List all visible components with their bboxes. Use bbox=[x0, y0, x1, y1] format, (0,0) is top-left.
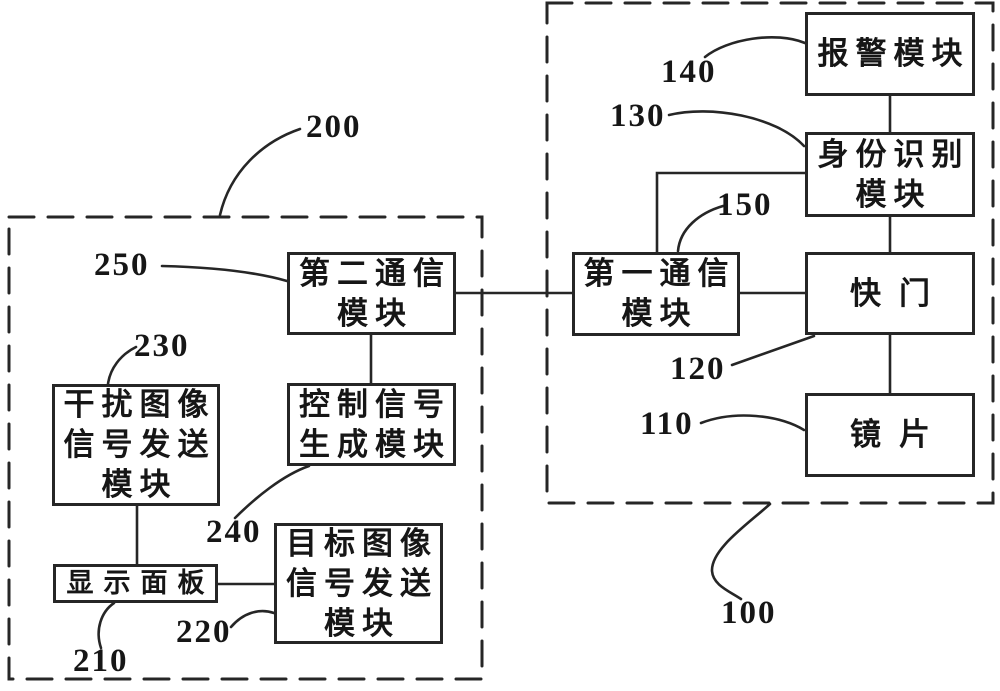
leader-100 bbox=[710, 502, 772, 601]
leader-220 bbox=[229, 609, 276, 629]
node-label-line: 模块 bbox=[621, 296, 698, 331]
ref-numeral-100: 100 bbox=[721, 595, 777, 631]
connector-identity-firstcomm-elbow bbox=[655, 171, 807, 254]
node-label-line: 干扰图像 bbox=[63, 387, 216, 422]
leader-210 bbox=[97, 601, 116, 650]
node-label-line: 模块 bbox=[337, 295, 413, 331]
node-label-line: 信号发送 bbox=[286, 565, 438, 601]
node-label-line: 生成模块 bbox=[299, 426, 451, 462]
ref-numeral-250: 250 bbox=[94, 247, 150, 283]
leader-240 bbox=[233, 464, 311, 520]
leader-200 bbox=[218, 127, 302, 217]
ref-numeral-150: 150 bbox=[717, 187, 773, 223]
leader-230 bbox=[106, 345, 138, 386]
leader-250 bbox=[160, 264, 289, 283]
node-first-communication-module: 第一通信 模块 bbox=[572, 252, 740, 336]
leader-110 bbox=[699, 414, 806, 432]
ref-numeral-200: 200 bbox=[306, 109, 362, 145]
node-lens: 镜片 bbox=[805, 393, 975, 477]
leader-140 bbox=[703, 36, 807, 59]
node-label-line: 镜片 bbox=[850, 417, 948, 452]
leader-150 bbox=[676, 204, 725, 253]
node-label-line: 模块 bbox=[855, 176, 932, 212]
node-label-line: 身份识别 bbox=[817, 136, 970, 172]
ref-numeral-230: 230 bbox=[134, 328, 190, 364]
node-shutter: 快门 bbox=[805, 252, 975, 335]
node-label-line: 报警模块 bbox=[817, 36, 970, 71]
group-box-200-dashed-border bbox=[7, 215, 484, 681]
node-interference-image-signal-sending-module: 干扰图像 信号发送 模块 bbox=[52, 384, 220, 506]
node-label-line: 模块 bbox=[101, 467, 178, 502]
node-label-line: 目标图像 bbox=[286, 525, 438, 561]
ref-numeral-220: 220 bbox=[176, 614, 232, 650]
node-target-image-signal-sending-module: 目标图像 信号发送 模块 bbox=[274, 523, 443, 644]
node-identity-recognition-module: 身份识别 模块 bbox=[805, 132, 975, 217]
node-label-line: 第一通信 bbox=[583, 256, 736, 291]
leader-130 bbox=[667, 110, 806, 148]
ref-numeral-140: 140 bbox=[661, 54, 717, 90]
node-control-signal-generation-module: 控制信号 生成模块 bbox=[287, 383, 456, 466]
leader-120 bbox=[730, 334, 816, 367]
ref-numeral-120: 120 bbox=[670, 351, 726, 387]
node-label-line: 信号发送 bbox=[63, 427, 216, 462]
node-display-panel: 显示面板 bbox=[53, 564, 218, 603]
node-label-line: 控制信号 bbox=[299, 386, 451, 422]
ref-numeral-240: 240 bbox=[206, 514, 262, 550]
node-label-line: 快门 bbox=[850, 275, 948, 311]
node-label-line: 第二通信 bbox=[299, 255, 451, 291]
node-label-line: 模块 bbox=[324, 605, 400, 641]
ref-numeral-110: 110 bbox=[640, 406, 694, 442]
node-alarm-module: 报警模块 bbox=[805, 12, 975, 96]
node-label-line: 显示面板 bbox=[66, 568, 215, 598]
ref-numeral-130: 130 bbox=[610, 98, 666, 134]
ref-numeral-210: 210 bbox=[73, 643, 129, 679]
node-second-communication-module: 第二通信 模块 bbox=[287, 252, 456, 335]
